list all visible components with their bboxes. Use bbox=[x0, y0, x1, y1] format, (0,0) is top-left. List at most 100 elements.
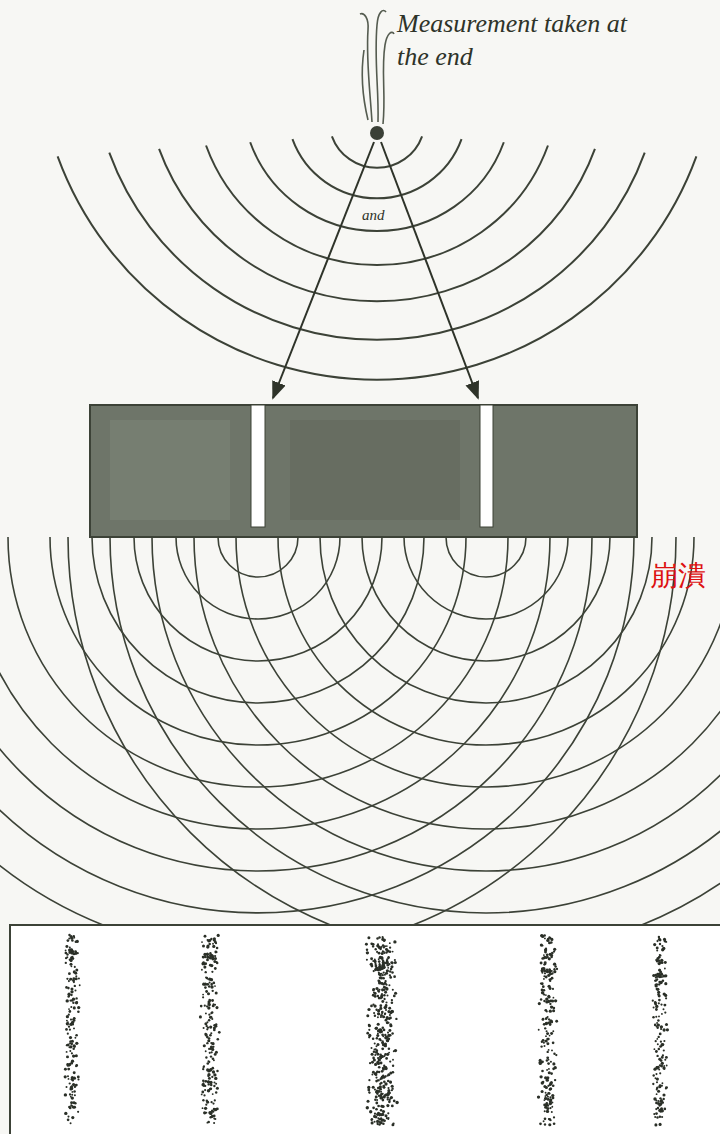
particle-dot bbox=[216, 961, 218, 963]
particle-dot bbox=[72, 952, 75, 955]
particle-dot bbox=[380, 967, 383, 970]
particle-dot bbox=[653, 1006, 655, 1008]
particle-dot bbox=[376, 1099, 378, 1101]
particle-dot bbox=[206, 1042, 208, 1044]
particle-dot bbox=[382, 1085, 385, 1088]
particle-dot bbox=[73, 937, 75, 939]
particle-dot bbox=[208, 1070, 210, 1072]
particle-dot bbox=[388, 1100, 391, 1103]
particle-dot bbox=[545, 1086, 548, 1089]
particle-dot bbox=[385, 1009, 387, 1011]
particle-dot bbox=[375, 1027, 378, 1030]
particle-dot bbox=[545, 956, 548, 959]
particle-dot bbox=[202, 1079, 205, 1082]
particle-dot bbox=[394, 961, 397, 964]
particle-dot bbox=[68, 937, 70, 939]
particle-dot bbox=[540, 944, 543, 947]
particle-dot bbox=[552, 1030, 554, 1032]
particle-dot bbox=[207, 1121, 210, 1124]
particle-dot bbox=[374, 1014, 376, 1016]
particle-dot bbox=[543, 934, 546, 937]
particle-dot bbox=[553, 963, 556, 966]
particle-dot bbox=[383, 1080, 386, 1083]
particle-dot bbox=[393, 940, 396, 943]
particle-dot bbox=[381, 993, 383, 995]
particle-dot bbox=[656, 988, 659, 991]
wave-arc bbox=[194, 537, 720, 829]
particle-dot bbox=[74, 985, 76, 987]
particle-dot bbox=[66, 956, 68, 958]
particle-dot bbox=[553, 1122, 556, 1125]
particle-dot bbox=[371, 1121, 374, 1124]
wave-arc bbox=[152, 537, 720, 871]
particle-dot bbox=[64, 1075, 67, 1078]
particle-dot bbox=[70, 1096, 72, 1098]
particle-dot bbox=[541, 1081, 544, 1084]
particle-dot bbox=[65, 962, 67, 964]
particle-dot bbox=[71, 1116, 74, 1119]
particle-dot bbox=[75, 1065, 77, 1067]
particle-dot bbox=[544, 1009, 547, 1012]
particle-dot bbox=[75, 969, 78, 972]
particle-dot bbox=[375, 1077, 377, 1079]
particle-dot bbox=[383, 1043, 386, 1046]
particle-dot bbox=[72, 958, 74, 960]
particle-dot bbox=[202, 1107, 204, 1109]
particle-dot bbox=[203, 1044, 206, 1047]
particle-dot bbox=[208, 1048, 210, 1050]
particle-dot bbox=[75, 950, 77, 952]
particle-dot bbox=[205, 976, 207, 978]
particle-dot bbox=[542, 1018, 545, 1021]
particle-dot bbox=[70, 994, 72, 996]
wave-arc bbox=[159, 149, 595, 301]
particle-dot bbox=[549, 1087, 552, 1090]
particle-dot bbox=[203, 1066, 205, 1068]
particle-dot bbox=[373, 1058, 376, 1061]
particle-dot bbox=[205, 990, 208, 993]
particle-dot bbox=[548, 970, 551, 973]
particle-dot bbox=[367, 1008, 370, 1011]
particle-dot bbox=[379, 947, 382, 950]
particle-dot bbox=[659, 1072, 661, 1074]
particle-dot bbox=[659, 1045, 661, 1047]
particle-dot bbox=[553, 948, 556, 951]
particle-dot bbox=[375, 963, 377, 965]
particle-dot bbox=[383, 1119, 386, 1122]
particle-dot bbox=[208, 1019, 211, 1022]
particle-dot bbox=[387, 1087, 389, 1089]
particle-dot bbox=[371, 1118, 373, 1120]
particle-dot bbox=[391, 1104, 394, 1107]
particle-dot bbox=[662, 1093, 665, 1096]
particle-dot bbox=[373, 970, 375, 972]
handwritten-note: Measurement taken at the end bbox=[395, 8, 649, 73]
particle-dot bbox=[214, 1053, 217, 1056]
particle-dot bbox=[663, 1008, 665, 1010]
particle-dot bbox=[75, 1001, 78, 1004]
particle-dot bbox=[540, 998, 542, 1000]
particle-dot bbox=[66, 978, 68, 980]
particle-dot bbox=[387, 957, 389, 959]
particle-dot bbox=[373, 1051, 375, 1053]
particle-dot bbox=[656, 959, 659, 962]
particle-dot bbox=[207, 1006, 210, 1009]
particle-dot bbox=[213, 1115, 216, 1118]
particle-dot bbox=[66, 1015, 69, 1018]
particle-dot bbox=[546, 1069, 548, 1071]
particle-dot bbox=[386, 994, 388, 996]
particle-dot bbox=[549, 1098, 552, 1101]
particle-dot bbox=[658, 1015, 660, 1017]
wave-arc bbox=[446, 537, 526, 577]
particle-dot bbox=[657, 976, 659, 978]
particle-dot bbox=[553, 1052, 555, 1054]
particle-dot bbox=[540, 962, 543, 965]
particle-dot bbox=[217, 934, 220, 937]
wave-arc bbox=[404, 537, 568, 619]
particle-dot bbox=[72, 998, 75, 1001]
particle-dot bbox=[658, 1036, 660, 1038]
particle-dot bbox=[70, 937, 73, 940]
particle-dot bbox=[66, 1044, 68, 1046]
particle-dot bbox=[372, 994, 375, 997]
particle-dot bbox=[661, 976, 663, 978]
particle-dot bbox=[656, 1087, 658, 1089]
particle-dot bbox=[69, 1050, 71, 1052]
